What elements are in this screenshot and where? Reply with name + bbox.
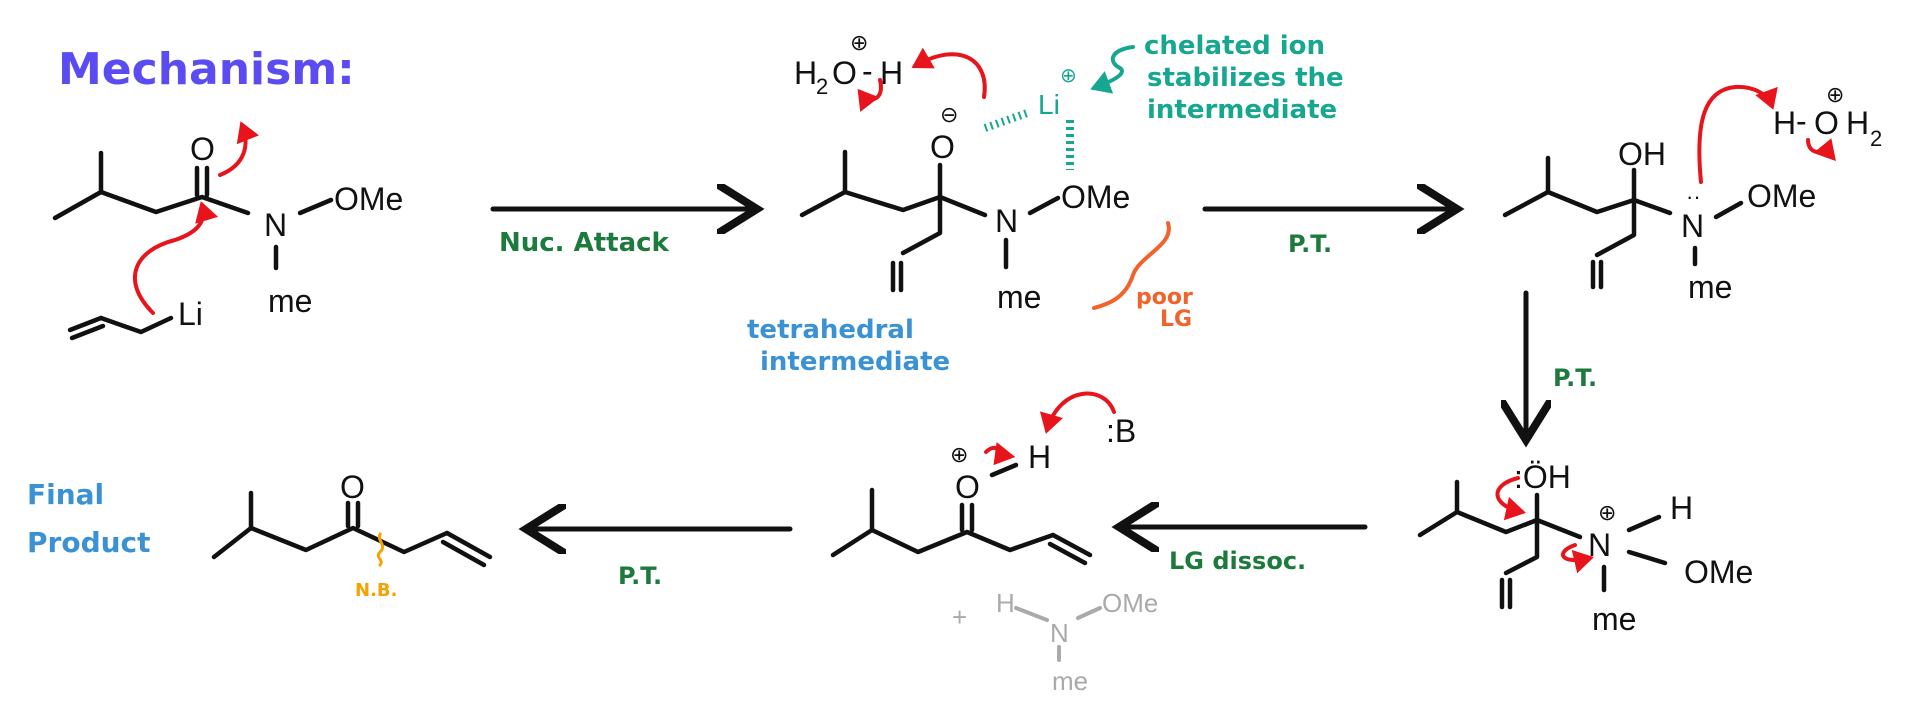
curved-arrow-pi-formation [1495, 476, 1526, 521]
atom-OMe: OMe [334, 181, 403, 217]
plus-charge: ⊕ [1598, 500, 1616, 525]
curved-arrow-deprotonate [911, 47, 987, 99]
li-plus-charge: ⊕ [1060, 63, 1077, 87]
annotation-arrow-chelate [1090, 45, 1135, 94]
nb-note: N.B. [355, 580, 397, 601]
atom-N: N [995, 203, 1018, 239]
curved-arrow-oh-bond [857, 78, 883, 112]
byproduct-amine: + H N OMe me [952, 588, 1158, 696]
atom-Li: Li [178, 296, 203, 332]
atom-H: H [1773, 105, 1796, 141]
atom-OMe: OMe [1061, 179, 1130, 215]
hydronium-1: H 2 O - H ⊕ [794, 30, 903, 99]
weinreb-amide: O N OMe me [52, 131, 403, 319]
tetrahedral-intermediate: O ⊖ N OMe me Li ⊕ [799, 63, 1130, 315]
atom-O: O [832, 55, 857, 91]
plus-charge: ⊕ [1826, 82, 1844, 107]
chelate-annotation: chelated ion stabilizes the intermediate [1144, 31, 1344, 125]
chelation-dashed-bond-O [983, 108, 1032, 132]
poor-lg-bracket [1092, 221, 1171, 310]
chelate-note-line-3: intermediate [1147, 95, 1337, 125]
step-label-pt-3: P.T. [618, 562, 662, 590]
final-product-ketone: O N.B. [211, 469, 493, 601]
hydronium-2: H - O H 2 ⊕ [1773, 82, 1882, 151]
plus-charge: ⊕ [950, 442, 968, 467]
protonated-amine-intermediate: :ÖH N ⊕ H OMe me [1417, 459, 1753, 637]
chelate-note-line-1: chelated ion [1144, 31, 1325, 61]
atom-Me: me [997, 279, 1041, 315]
atom-N: N [264, 207, 287, 243]
allyl-lithium: Li [67, 296, 203, 341]
poor-lg-line-2: LG [1160, 307, 1192, 332]
tetrahedral-label-line-2: intermediate [760, 347, 950, 377]
subscript-2: 2 [1870, 126, 1882, 151]
atom-O: O [930, 129, 955, 165]
bond-dash: - [1796, 103, 1807, 139]
atom-N: N [1050, 618, 1069, 648]
plus-charge: ⊕ [850, 30, 868, 55]
atom-OMe: OMe [1747, 178, 1816, 214]
chelate-note-line-2: stabilizes the [1147, 63, 1344, 93]
atom-O: O [340, 469, 365, 505]
atom-O: O [1814, 105, 1839, 141]
step-label-nuc-attack: Nuc. Attack [499, 228, 670, 258]
curved-arrow-cn-break [1561, 543, 1594, 574]
plus-sign: + [952, 602, 967, 632]
atom-H: H [1846, 105, 1869, 141]
step-label-lg-dissoc: LG dissoc. [1169, 547, 1306, 575]
poor-lg-label: poor LG [1136, 285, 1193, 332]
final-label-line-1: Final [27, 478, 104, 511]
tetrahedral-label-line-1: tetrahedral [747, 315, 914, 345]
atom-OH-lone-pairs: :ÖH [1514, 459, 1571, 495]
atom-H: H [1670, 490, 1693, 526]
new-bond-squiggle [376, 532, 385, 568]
curved-arrow-base [1039, 391, 1116, 434]
base: :B [1106, 413, 1136, 449]
atom-OH: OH [1618, 136, 1666, 172]
subscript-2: 2 [816, 74, 828, 99]
final-product-label: Final Product [27, 478, 151, 559]
curved-arrow-oh-bond [984, 442, 1016, 466]
atom-Me: me [1592, 601, 1636, 637]
atom-O: O [190, 131, 215, 167]
tetrahedral-label: tetrahedral intermediate [747, 315, 950, 377]
minus-charge: ⊖ [940, 102, 958, 127]
step-label-pt-2: P.T. [1553, 364, 1597, 392]
final-label-line-2: Product [27, 526, 151, 559]
curved-arrow-oh-bond [1806, 138, 1836, 162]
mechanism-title: Mechanism: [58, 44, 355, 95]
atom-Me: me [268, 283, 312, 319]
atom-H: H [996, 588, 1015, 618]
atom-Me: me [1688, 269, 1732, 305]
atom-OMe: OMe [1102, 588, 1158, 618]
atom-H: H [794, 55, 817, 91]
atom-Li: Li [1038, 89, 1060, 120]
curved-arrow-n-protonation [1697, 84, 1778, 184]
protonated-ketone: O ⊕ H :B [830, 413, 1136, 566]
atom-OMe: OMe [1684, 554, 1753, 590]
curved-arrow-carbonyl [218, 121, 260, 177]
atom-O: O [955, 469, 980, 505]
atom-N: N [1681, 208, 1704, 244]
bond-dash: - [862, 53, 873, 89]
poor-lg-line-1: poor [1136, 285, 1193, 310]
hemiaminal-intermediate: OH N ·· OMe me [1502, 136, 1816, 305]
step-label-pt-1: P.T. [1288, 230, 1332, 258]
curved-arrow-nucleophile [133, 201, 219, 315]
atom-H: H [880, 55, 903, 91]
atom-Me: me [1052, 666, 1088, 696]
atom-H: H [1028, 439, 1051, 475]
lone-pair-dots: ·· [1686, 184, 1701, 209]
